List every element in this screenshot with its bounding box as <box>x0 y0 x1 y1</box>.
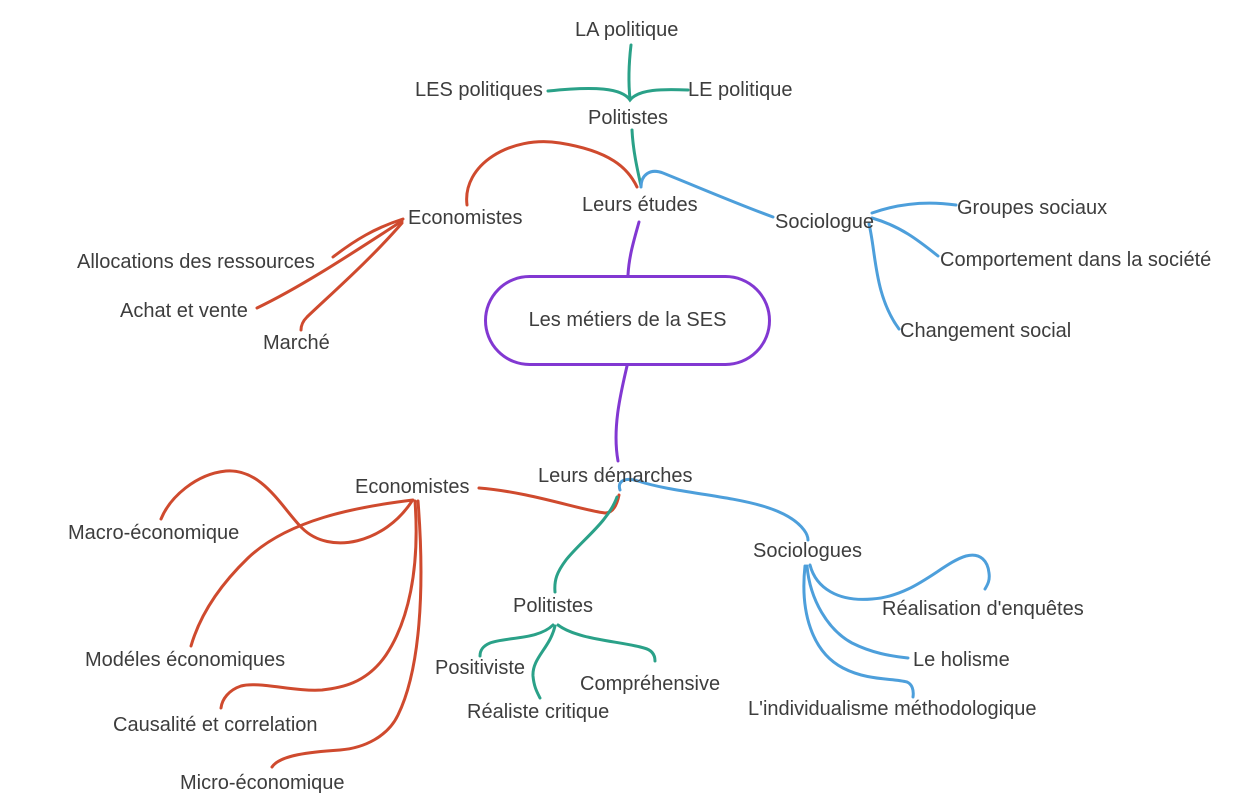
connector-sociologues-realisation <box>808 553 991 601</box>
node-leurs-etudes[interactable]: Leurs études <box>582 194 698 216</box>
connector-economistes-allocations <box>331 217 405 259</box>
connector-sociologue-changement <box>867 222 901 331</box>
connector-root-demarches <box>614 364 629 463</box>
node-marche[interactable]: Marché <box>263 332 330 354</box>
node-micro-economique[interactable]: Micro-économique <box>180 772 345 794</box>
connector-sociologues-individualisme <box>802 564 915 699</box>
node-leurs-demarches[interactable]: Leurs démarches <box>538 465 693 487</box>
connector-politistes-etudes <box>630 128 643 188</box>
node-economistes-etudes[interactable]: Economistes <box>408 207 523 229</box>
connector-politistes-la-politique <box>627 43 633 101</box>
node-realisation-enquetes[interactable]: Réalisation d'enquêtes <box>882 598 1084 620</box>
node-politistes-demarches[interactable]: Politistes <box>513 595 594 617</box>
connector-demarches-politistes <box>553 495 619 594</box>
node-realiste-critique[interactable]: Réaliste critique <box>467 701 610 723</box>
connector-sociologues-holisme <box>805 564 910 660</box>
node-sociologue[interactable]: Sociologue <box>775 211 874 233</box>
node-le-holisme[interactable]: Le holisme <box>913 649 1010 671</box>
node-causalite-correlation[interactable]: Causalité et correlation <box>113 714 318 736</box>
node-politistes-etudes[interactable]: Politistes <box>588 107 669 129</box>
root-node-label: Les métiers de la SES <box>528 309 727 331</box>
connector-economistes-causalite <box>219 499 418 710</box>
node-macro-economique[interactable]: Macro-économique <box>68 522 240 544</box>
connector-demarches-economistes <box>477 486 621 515</box>
connector-sociologue-groupes <box>870 201 958 215</box>
node-economistes-demarches[interactable]: Economistes <box>355 476 470 498</box>
node-modeles-economiques[interactable]: Modéles économiques <box>85 649 286 671</box>
root-node[interactable]: Les métiers de la SES <box>484 275 771 366</box>
connector-politistes-realiste <box>531 624 557 700</box>
node-comprehensive[interactable]: Compréhensive <box>580 673 721 695</box>
connector-economistes-marche <box>299 221 404 332</box>
node-allocations-ressources[interactable]: Allocations des ressources <box>77 251 315 273</box>
connector-economistes-micro <box>270 499 423 769</box>
node-achat-et-vente[interactable]: Achat et vente <box>120 300 248 322</box>
connector-sociologue-comportement <box>870 216 940 258</box>
node-les-politiques[interactable]: LES politiques <box>415 79 543 101</box>
node-comportement-societe[interactable]: Comportement dans la société <box>940 249 1212 271</box>
node-changement-social[interactable]: Changement social <box>900 320 1072 342</box>
connector-politistes-les-le-politique <box>546 86 690 103</box>
node-positiviste[interactable]: Positiviste <box>435 657 526 679</box>
node-la-politique[interactable]: LA politique <box>575 19 679 41</box>
connector-politistes-positiviste <box>478 623 555 658</box>
connector-demarches-sociologues <box>617 477 810 542</box>
node-individualisme-methodologique[interactable]: L'individualisme méthodologique <box>748 698 1037 720</box>
connector-politistes-comprehensive <box>556 623 657 663</box>
connector-economistes-achat-vente <box>255 219 404 310</box>
connector-root-etudes <box>626 220 641 277</box>
connector-economistes-macro <box>159 469 414 545</box>
connector-etudes-sociologue <box>639 169 775 219</box>
connector-etudes-economistes-arc <box>465 140 639 207</box>
node-le-politique[interactable]: LE politique <box>688 79 793 101</box>
node-groupes-sociaux[interactable]: Groupes sociaux <box>957 197 1108 219</box>
connector-economistes-modeles <box>189 498 415 648</box>
node-sociologues[interactable]: Sociologues <box>753 540 862 562</box>
